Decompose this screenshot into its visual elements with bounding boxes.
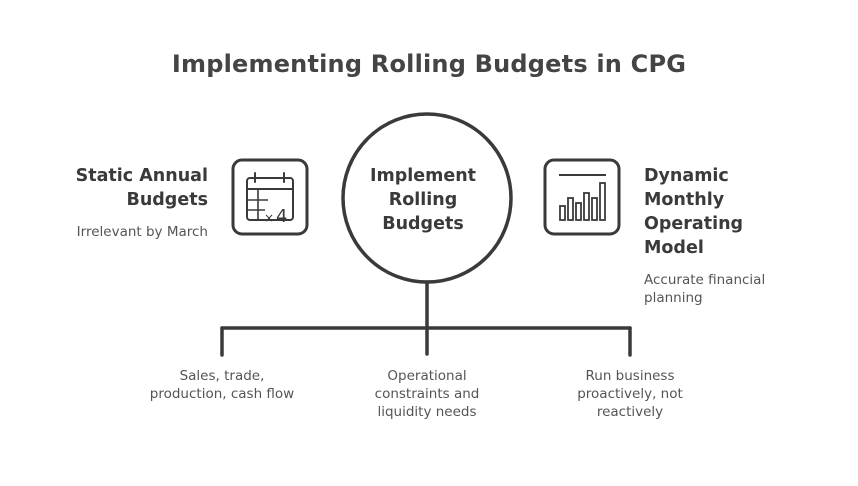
branch-center-line2: constraints and <box>374 386 480 402</box>
center-label-line3: Budgets <box>382 214 464 234</box>
left-heading-line1: Static Annual <box>75 166 208 186</box>
svg-text:×: × <box>264 211 274 225</box>
branch-right-line3: reactively <box>596 404 664 420</box>
left-description: Irrelevant by March <box>76 224 208 240</box>
calendar-x4-icon: × 4 <box>231 158 309 236</box>
right-description-line2: planning <box>644 290 703 306</box>
right-heading-line4: Model <box>644 238 704 258</box>
branch-left-line2: production, cash flow <box>149 386 295 402</box>
bar-chart-icon <box>543 158 621 236</box>
right-heading: Dynamic Monthly Operating Model <box>644 164 824 260</box>
branch-label-right: Run business proactively, not reactively <box>540 367 720 421</box>
right-description-line1: Accurate financial <box>644 272 766 288</box>
branch-center-line3: liquidity needs <box>377 404 477 420</box>
left-heading-line2: Budgets <box>126 190 208 210</box>
branch-left-line1: Sales, trade, <box>179 368 265 384</box>
center-label-line1: Implement <box>369 166 477 186</box>
right-description: Accurate financial planning <box>644 271 824 307</box>
right-heading-line1: Dynamic <box>644 166 729 186</box>
branch-label-left: Sales, trade, production, cash flow <box>132 367 312 403</box>
right-heading-line2: Monthly <box>644 190 725 210</box>
svg-text:4: 4 <box>276 206 287 227</box>
branch-center-line1: Operational <box>387 368 467 384</box>
branch-right-line1: Run business <box>585 368 675 384</box>
left-heading: Static Annual Budgets <box>28 164 208 212</box>
center-label-line2: Rolling <box>388 190 458 210</box>
diagram-title: Implementing Rolling Budgets in CPG <box>171 50 687 78</box>
branch-right-line2: proactively, not <box>577 386 683 402</box>
center-label: Implement Rolling Budgets <box>338 164 508 236</box>
branch-label-center: Operational constraints and liquidity ne… <box>337 367 517 421</box>
right-heading-line3: Operating <box>644 214 744 234</box>
